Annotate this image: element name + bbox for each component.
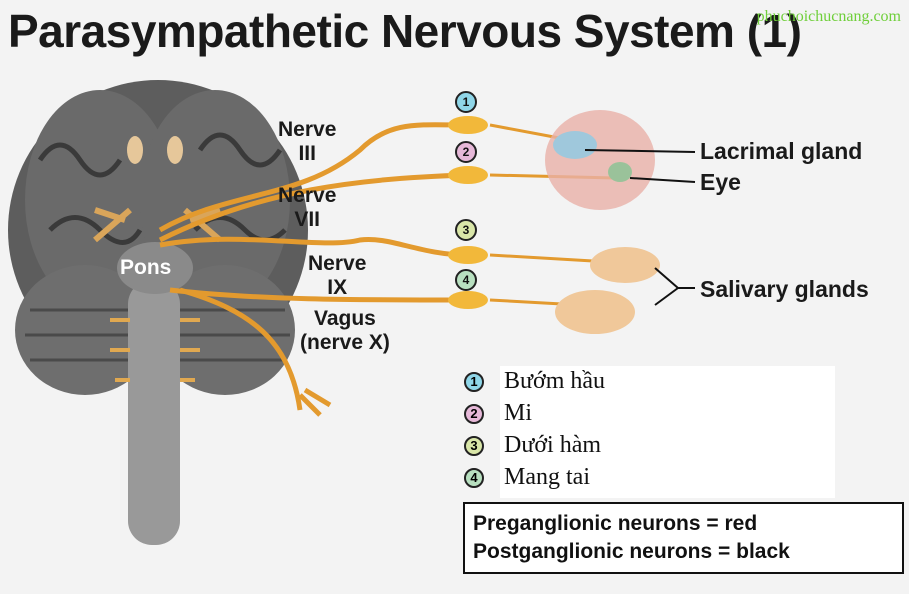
nerve-ix-line1: Nerve (308, 252, 367, 275)
legend-number-2: 2 (464, 403, 484, 424)
ganglion-number-labels: 1 2 3 4 (463, 95, 470, 287)
legend-text-3: Dưới hàm (504, 432, 602, 458)
legend-item-4: 4 Mang tai (464, 464, 590, 491)
legend-number-1: 1 (464, 371, 484, 392)
nerve-iii-line1: Nerve (278, 118, 337, 141)
nerve-vii-label: Nerve VII (278, 184, 336, 232)
eye-illustration (545, 110, 655, 210)
ganglion-number-1: 1 (463, 95, 470, 109)
nerve-ix-label: Nerve IX (308, 252, 366, 300)
nerve-vii-line2: VII (294, 208, 321, 231)
legend-number-4: 4 (464, 467, 484, 488)
ganglion-number-2: 2 (463, 145, 470, 159)
salivary-gland-illustration (555, 247, 660, 334)
legend-item-3: 3 Dưới hàm (464, 432, 601, 459)
pons-label: Pons (120, 256, 172, 279)
nerve-iii-line2: III (298, 142, 316, 165)
nerve-ix-line2: IX (327, 276, 348, 299)
salivary-glands-label: Salivary glands (700, 276, 869, 302)
leader-lines (584, 149, 696, 306)
note-line-postganglionic: Postganglionic neurons = black (473, 540, 790, 563)
neuron-color-note: Preganglionic neurons = red Postganglion… (463, 502, 904, 574)
nerve-paths (158, 122, 469, 417)
page-title: Parasympathetic Nervous System (1) (8, 5, 802, 57)
legend-item-2: 2 Mi (464, 400, 532, 427)
legend-text-2: Mi (504, 400, 533, 426)
vagus-line1: Vagus (314, 307, 376, 330)
nerve-vii-line1: Nerve (278, 184, 337, 207)
vagus-line2: (nerve X) (300, 331, 390, 354)
watermark: phuchoichucnang.com (756, 8, 901, 25)
legend-text-4: Mang tai (504, 464, 590, 490)
legend-item-1: 1 Bướm hầu (464, 368, 605, 395)
brain-illustration (8, 80, 308, 545)
ganglion-number-3: 3 (463, 223, 470, 237)
legend-text-1: Bướm hầu (504, 368, 606, 394)
ganglion-number-markers (455, 91, 477, 291)
lacrimal-gland-label: Lacrimal gland (700, 138, 863, 164)
vagus-label: Vagus (nerve X) (300, 307, 390, 355)
ganglia (448, 116, 488, 309)
legend-background (500, 366, 835, 498)
legend-number-3: 3 (464, 435, 484, 456)
ganglion-number-4: 4 (463, 273, 470, 287)
note-line-preganglionic: Preganglionic neurons = red (473, 512, 758, 535)
eye-label: Eye (700, 169, 741, 195)
nerve-iii-label: Nerve III (278, 118, 336, 166)
